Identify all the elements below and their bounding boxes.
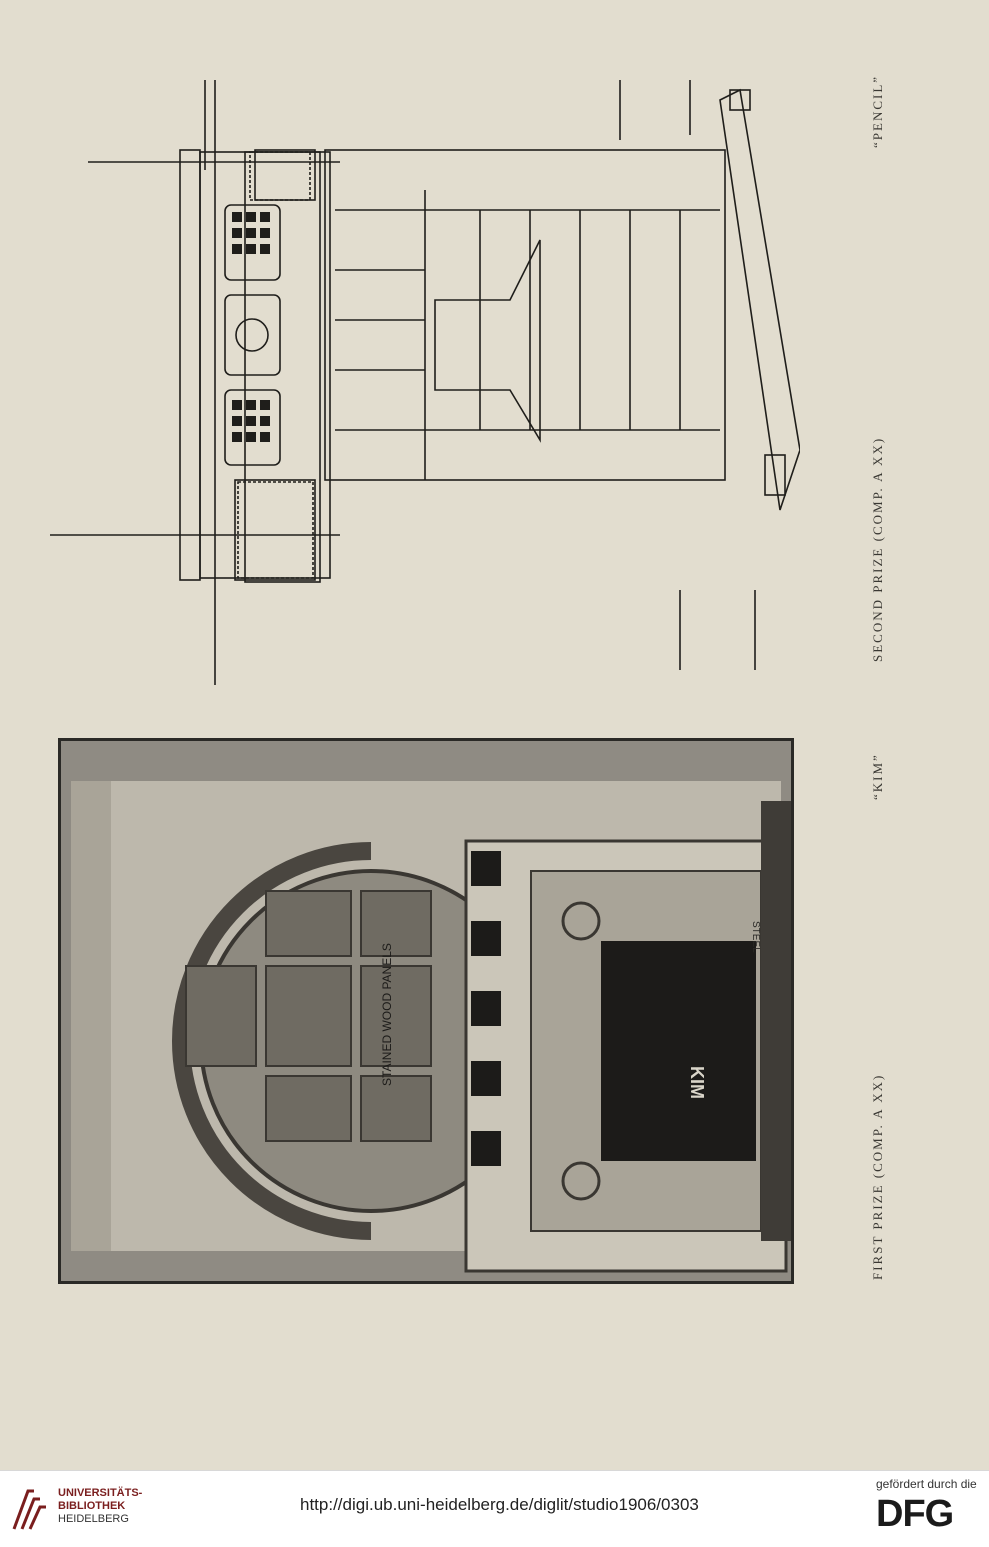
caption-first-prize: FIRST PRIZE (COMP. A XX) bbox=[870, 1073, 885, 1280]
footer-bar: UNIVERSITÄTS- BIBLIOTHEK HEIDELBERG http… bbox=[0, 1470, 989, 1547]
page-url-link[interactable]: http://digi.ub.uni-heidelberg.de/diglit/… bbox=[300, 1495, 699, 1514]
plate-steel-label: STEEL bbox=[750, 921, 761, 953]
caption-second-prize: SECOND PRIZE (COMP. A XX) bbox=[870, 436, 885, 662]
plate-stained-panels: STAINED WOOD PANELS bbox=[380, 943, 394, 1086]
library-line3: HEIDELBERG bbox=[58, 1513, 129, 1525]
plate-kim-label: KIM bbox=[687, 1066, 707, 1099]
funded-by-label: gefördert durch die bbox=[876, 1477, 977, 1491]
library-name[interactable]: UNIVERSITÄTS- BIBLIOTHEK HEIDELBERG bbox=[58, 1487, 142, 1526]
second-prize-drawing bbox=[50, 80, 800, 685]
library-logo-icon bbox=[12, 1489, 46, 1530]
dfg-logo[interactable]: DFG bbox=[876, 1493, 954, 1535]
first-prize-plate: STAINED WOOD PANELS KIM STEEL bbox=[58, 738, 794, 1284]
scanned-page: STAINED WOOD PANELS KIM STEEL “PENCIL” S… bbox=[50, 74, 885, 1284]
library-line1: UNIVERSITÄTS- bbox=[58, 1487, 143, 1499]
caption-kim: “KIM” bbox=[870, 753, 885, 800]
library-line2: BIBLIOTHEK bbox=[58, 1500, 126, 1512]
caption-pencil: “PENCIL” bbox=[870, 74, 885, 148]
